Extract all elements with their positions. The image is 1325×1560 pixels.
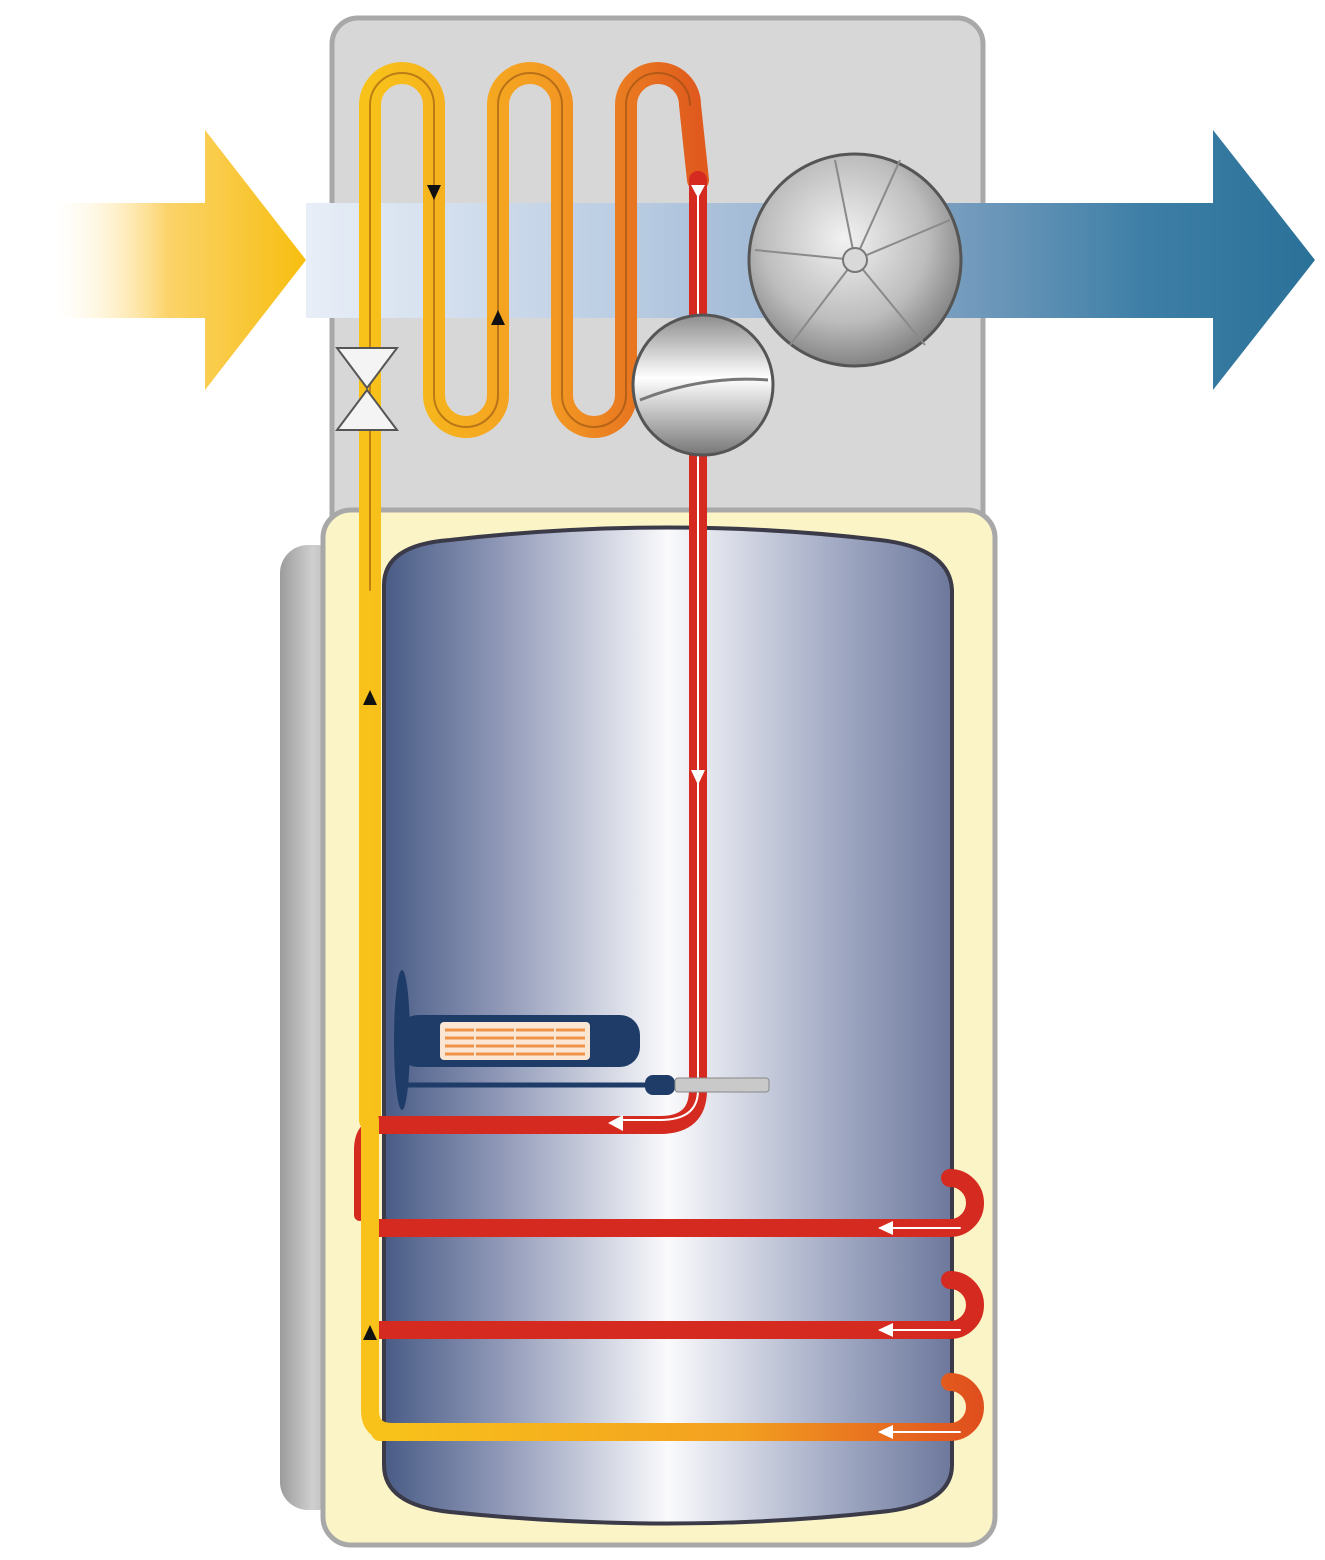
evaporator-coil bbox=[359, 62, 709, 1131]
inlet-air-arrow bbox=[55, 130, 306, 390]
compressor bbox=[631, 313, 775, 457]
flow-arrow-icon bbox=[427, 185, 441, 200]
expansion-valve bbox=[335, 347, 399, 431]
flow-arrow-icon bbox=[491, 310, 505, 325]
storage-tank bbox=[382, 525, 954, 1526]
condenser-coil bbox=[354, 1111, 984, 1441]
flow-arrow-icon bbox=[878, 1221, 893, 1235]
flow-arrow-icon bbox=[691, 185, 705, 198]
outlet-air-arrow bbox=[940, 130, 1315, 390]
flow-arrow-icon bbox=[691, 770, 705, 785]
flow-arrow-icon bbox=[878, 1425, 893, 1439]
flow-arrow-icon bbox=[608, 1115, 623, 1131]
fan bbox=[747, 152, 963, 368]
flow-arrow-icon bbox=[363, 1325, 377, 1340]
electric-heating-element bbox=[394, 970, 770, 1110]
flow-arrow-icon bbox=[363, 690, 377, 705]
flow-arrow-icon bbox=[878, 1323, 893, 1337]
